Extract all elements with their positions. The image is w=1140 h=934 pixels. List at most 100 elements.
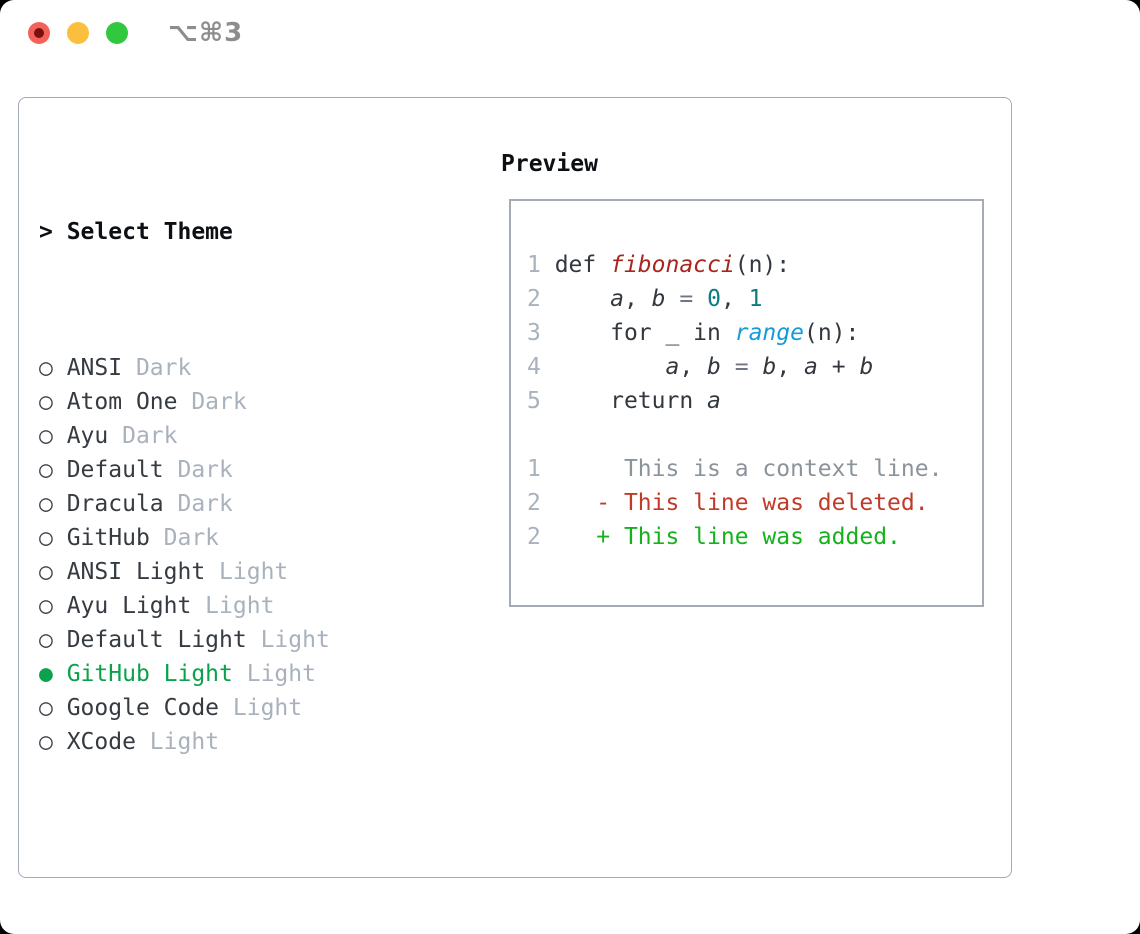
token-dark: , [720,286,749,312]
theme-variant-tag: Dark [108,423,178,449]
token-dark: (n): [803,320,860,346]
spacer [39,861,427,895]
option-label: XCode [66,729,136,755]
option-label: Ayu Light [66,593,192,619]
theme-option-default[interactable]: ○ Default Dark [39,453,427,487]
theme-option-dracula[interactable]: ○ Dracula Dark [39,487,427,521]
theme-variant-tag: Dark [122,355,192,381]
radio-unselected-icon: ○ [39,729,67,755]
token-dark: return [554,388,708,414]
token-dark: b [651,286,666,312]
token-add: + This line was added. [596,524,901,550]
token-op: = [679,286,694,312]
theme-list: ○ ANSI Dark○ Atom One Dark○ Ayu Dark○ De… [39,351,427,759]
radio-unselected-icon: ○ [39,627,67,653]
token-dark: b [707,354,721,380]
theme-option-github[interactable]: ○ GitHub Dark [39,521,427,555]
token-dark: b [762,354,777,380]
token-num: 2 [527,524,541,550]
theme-option-atom-one[interactable]: ○ Atom One Dark [39,385,427,419]
diff-deleted-line: 2 - This line was deleted. [527,486,982,520]
token-dark: (n): [734,252,791,278]
token-dark: a [610,286,624,312]
token-num: 5 [527,388,555,414]
code-line-1: 1 def fibonacci(n): [527,248,982,282]
token-dark [555,354,666,380]
option-label: Google Code [66,695,220,721]
option-label: Default Light [66,627,247,653]
theme-variant-tag: Dark [149,525,220,551]
theme-option-default-light[interactable]: ○ Default Light Light [39,623,427,657]
select-theme-header-label: Select Theme [66,219,233,245]
radio-unselected-icon: ○ [39,695,67,721]
token-dark: a [665,354,680,380]
theme-picker-panel: > Select Theme ○ ANSI Dark○ Atom One Dar… [18,97,1012,878]
option-label: Dracula [66,491,164,517]
token-dark: + [817,354,860,380]
radio-unselected-icon: ○ [39,457,67,483]
token-dark: , [679,354,708,380]
window-titlebar: ⌥⌘3 [0,0,1140,66]
token-num: 1 [527,456,541,482]
radio-unselected-icon: ○ [39,525,67,551]
theme-variant-tag: Light [219,695,303,721]
token-dark: b [859,354,874,380]
maximize-button[interactable] [106,22,128,44]
option-label: Default [66,457,164,483]
token-ctx: This is a context line. [540,456,943,482]
token-num: 1 [527,252,555,278]
close-button[interactable] [28,22,50,44]
token-num: 3 [527,320,555,346]
radio-unselected-icon: ○ [39,355,67,381]
token-dark: a [804,354,818,380]
radio-unselected-icon: ○ [39,491,67,517]
token-op: = [734,354,749,380]
radio-selected-icon: ● [39,661,67,687]
theme-option-xcode[interactable]: ○ XCode Light [39,725,427,759]
code-line-3: 3 for _ in range(n): [527,316,982,350]
token-num: 2 [527,286,555,312]
token-dark [721,354,735,380]
close-dot-icon [34,28,44,38]
minimize-button[interactable] [67,22,89,44]
theme-option-ayu[interactable]: ○ Ayu Dark [39,419,427,453]
theme-option-google-code[interactable]: ○ Google Code Light [39,691,427,725]
token-num: 4 [527,354,555,380]
theme-variant-tag: Dark [163,457,233,483]
select-theme-header: > Select Theme [39,215,427,249]
theme-option-ansi[interactable]: ○ ANSI Dark [39,351,427,385]
token-dark [541,490,596,516]
token-dark: def [554,252,611,278]
token-dark [541,524,596,550]
token-dark [749,354,763,380]
theme-variant-tag: Dark [163,491,233,517]
theme-variant-tag: Light [135,729,220,755]
diff-added-line: 2 + This line was added. [527,520,982,554]
radio-unselected-icon: ○ [39,593,67,619]
theme-option-ansi-light[interactable]: ○ ANSI Light Light [39,555,427,589]
option-label: GitHub [66,525,150,551]
token-dark: , [776,354,805,380]
token-teal: 0 [707,286,721,312]
theme-option-github-light[interactable]: ● GitHub Light Light [39,657,427,691]
option-label: GitHub Light [66,661,233,687]
token-dark: a [707,388,721,414]
theme-variant-tag: Light [232,661,316,687]
radio-unselected-icon: ○ [39,559,67,585]
theme-variant-tag: Light [246,627,330,653]
theme-option-ayu-light[interactable]: ○ Ayu Light Light [39,589,427,623]
token-dark [555,286,610,312]
code-line-4: 4 a, b = b, a + b [527,350,982,384]
token-dark: for _ in [554,320,735,346]
code-line-5: 5 return a [527,384,982,418]
focus-caret-icon: > [39,219,67,245]
token-red: fibonacci [610,252,735,278]
theme-variant-tag: Light [191,593,275,619]
theme-picker-left-pane: > Select Theme ○ ANSI Dark○ Atom One Dar… [39,147,427,934]
token-num: 2 [527,490,541,516]
token-dark: , [623,286,652,312]
theme-variant-tag: Dark [177,389,247,415]
